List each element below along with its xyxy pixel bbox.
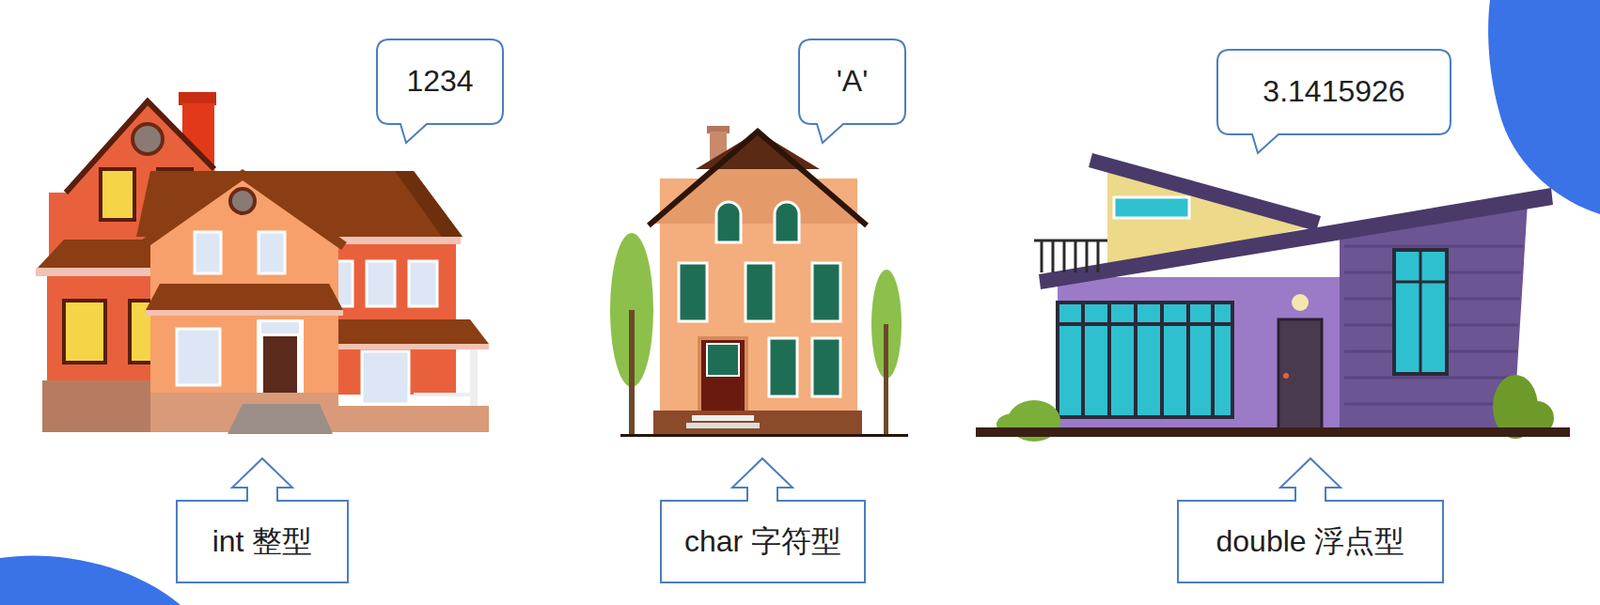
- type-name: int 整型: [212, 523, 314, 560]
- type-name: double 浮点型: [1216, 523, 1406, 560]
- value-text: 'A': [836, 62, 869, 99]
- box-outline: [1177, 458, 1444, 583]
- value-callout: 'A': [798, 38, 907, 125]
- box-outline: [176, 458, 348, 583]
- type-label-box: int 整型: [175, 500, 349, 584]
- value-callout: 3.1415926: [1216, 48, 1452, 135]
- bubble-outline: [376, 39, 503, 143]
- modern-house: [975, 153, 1570, 442]
- corner-blob: [0, 556, 181, 605]
- bubble-outline: [799, 39, 906, 143]
- corner-blob: [1488, 0, 1600, 215]
- town-house: [610, 125, 909, 438]
- value-text: 3.1415926: [1262, 73, 1405, 110]
- box-outline: [660, 458, 865, 583]
- bubble-outline: [1217, 49, 1451, 154]
- type-label-box: double 浮点型: [1176, 500, 1444, 584]
- value-text: 1234: [406, 62, 473, 99]
- type-name: char 字符型: [684, 523, 842, 560]
- brick-house: [35, 92, 489, 435]
- type-label-box: char 字符型: [659, 500, 866, 584]
- value-callout: 1234: [376, 38, 504, 125]
